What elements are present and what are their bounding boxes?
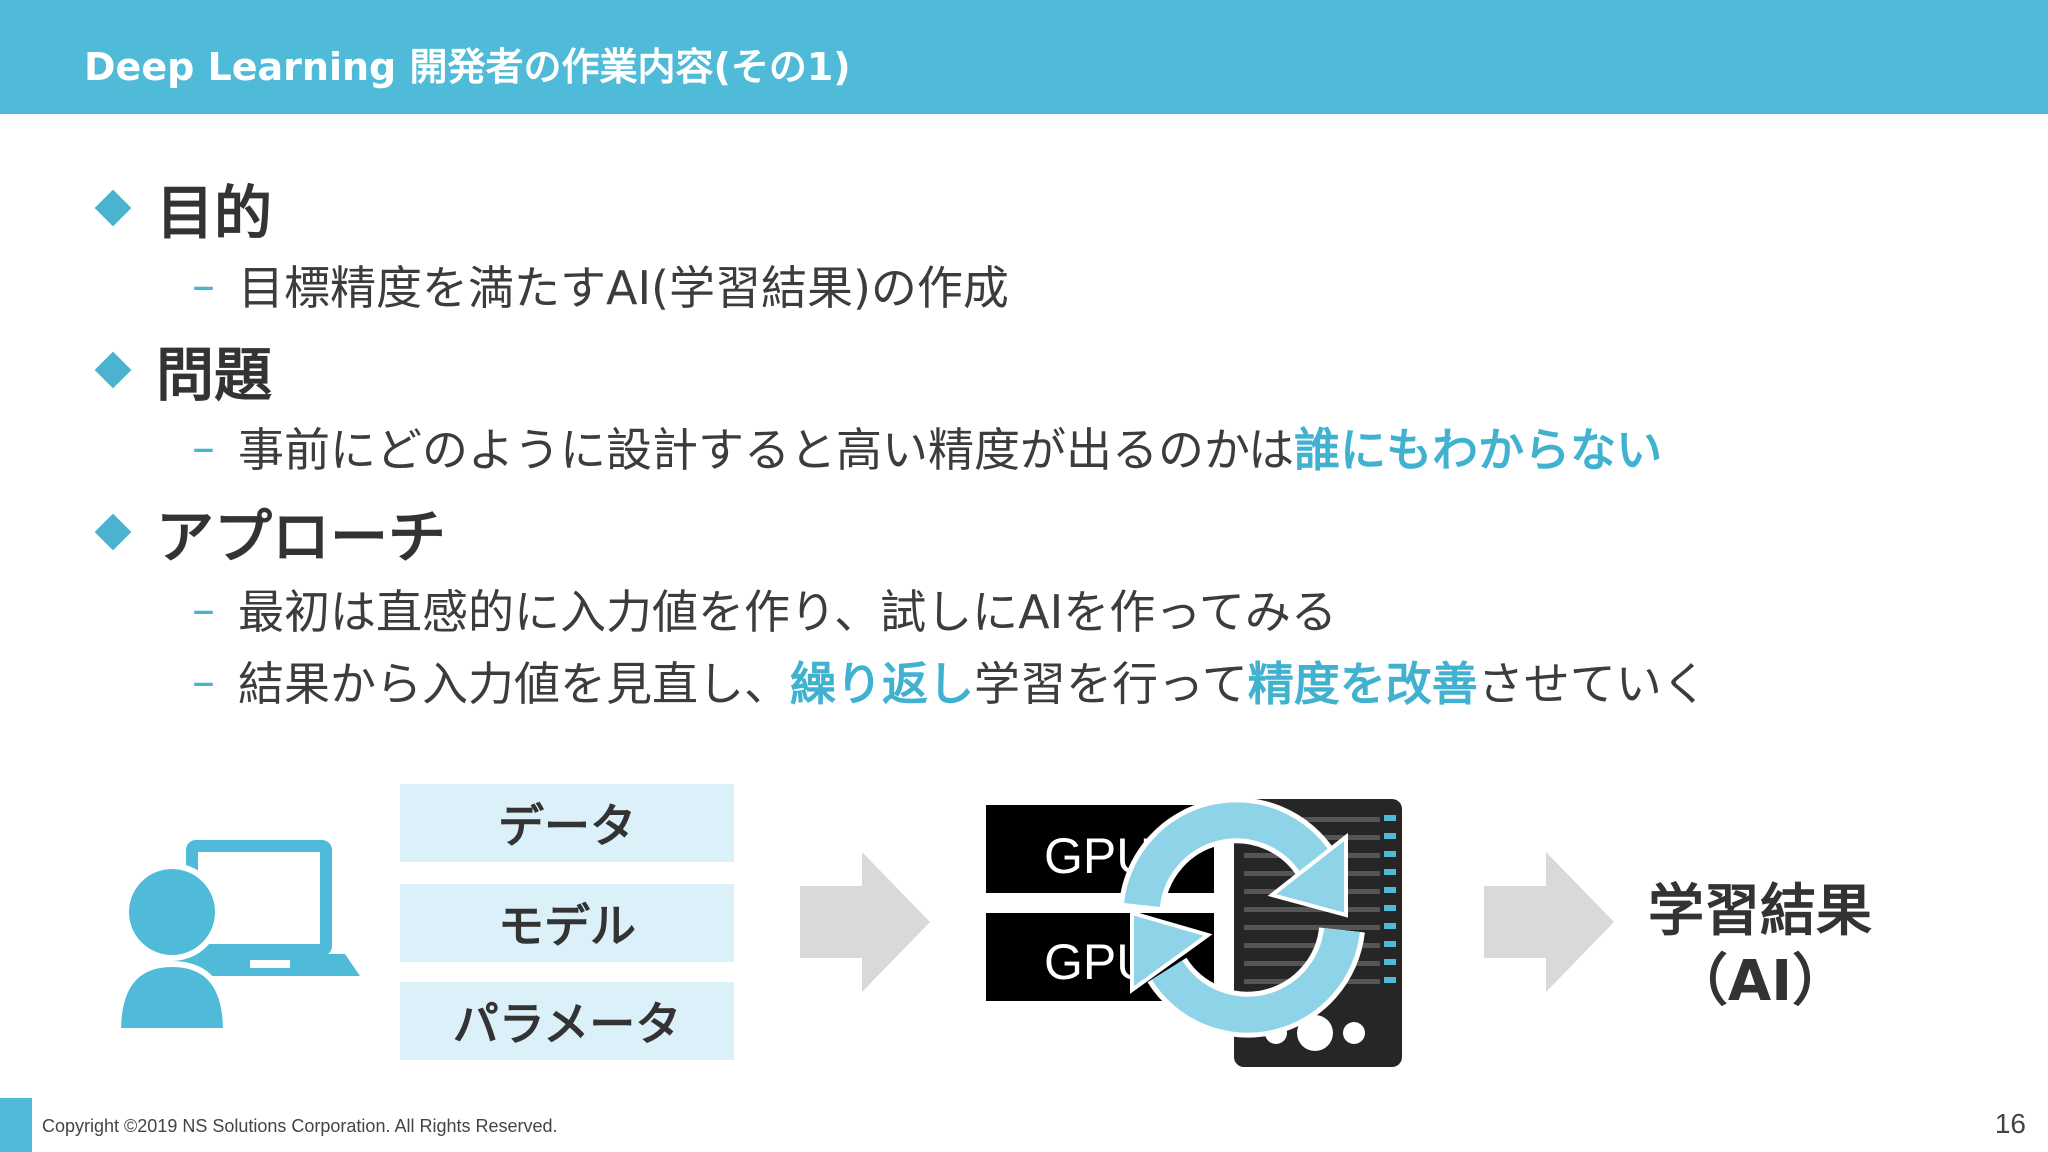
title-bar: Deep Learning 開発者の作業内容(その1) <box>0 0 2048 114</box>
diamond-bullet-icon <box>94 513 132 551</box>
dash-icon: – <box>192 654 215 708</box>
bullet-objective: 目的 <box>92 166 272 250</box>
text-part: 事前にどのように設計すると高い精度が出るのかは <box>238 423 1295 477</box>
dash-icon: – <box>192 420 215 474</box>
highlight-text: 誰にもわからない <box>1294 423 1663 477</box>
sub-item-approach-1: – 最初は直感的に入力値を作り、試しにAIを作ってみる <box>192 576 1337 642</box>
text-part: 最初は直感的に入力値を作り、試しにAIを作ってみる <box>238 585 1337 639</box>
sub-item-approach-2: – 結果から入力値を見直し、繰り返し学習を行って精度を改善させていく <box>192 648 1708 714</box>
slide-title: Deep Learning 開発者の作業内容(その1) <box>84 45 851 89</box>
bullet-approach: アプローチ <box>92 490 446 574</box>
highlight-text: 繰り返し <box>790 657 974 711</box>
text-part: させていく <box>1477 657 1708 711</box>
result-label: 学習結果 <box>1648 879 1872 944</box>
input-box-parameters: パラメータ <box>400 982 734 1060</box>
dash-icon: – <box>192 582 215 636</box>
heading-approach: アプローチ <box>156 503 447 571</box>
heading-objective: 目的 <box>156 179 273 247</box>
right-arrow-icon <box>800 852 930 992</box>
sub-item-objective: – 目標精度を満たすAI(学習結果)の作成 <box>192 252 1009 318</box>
right-arrow-icon <box>1484 852 1614 992</box>
dash-icon: – <box>192 258 215 312</box>
input-box-data: データ <box>400 784 734 862</box>
heading-problem: 問題 <box>156 341 273 409</box>
result-ai-label: （AI） <box>1671 949 1849 1014</box>
text-part: 結果から入力値を見直し、 <box>238 657 790 711</box>
copyright: Copyright ©2019 NS Solutions Corporation… <box>42 1116 558 1136</box>
person-computer-icon <box>114 840 360 1034</box>
diamond-bullet-icon <box>94 189 132 227</box>
input-box-model: モデル <box>400 884 734 962</box>
page-number: 16 <box>1994 1108 2026 1139</box>
highlight-text: 精度を改善 <box>1247 657 1478 711</box>
refresh-cycle-icon <box>1119 797 1365 1038</box>
sub-item-problem: – 事前にどのように設計すると高い精度が出るのかは誰にもわからない <box>192 414 1662 480</box>
text-part: 学習を行って <box>974 657 1248 711</box>
diamond-bullet-icon <box>94 351 132 389</box>
footer-accent <box>0 1098 32 1152</box>
text-part: 目標精度を満たすAI(学習結果)の作成 <box>238 261 1009 315</box>
bullet-problem: 問題 <box>92 328 272 412</box>
gpu-server-icon: GPU GPU <box>986 797 1402 1067</box>
